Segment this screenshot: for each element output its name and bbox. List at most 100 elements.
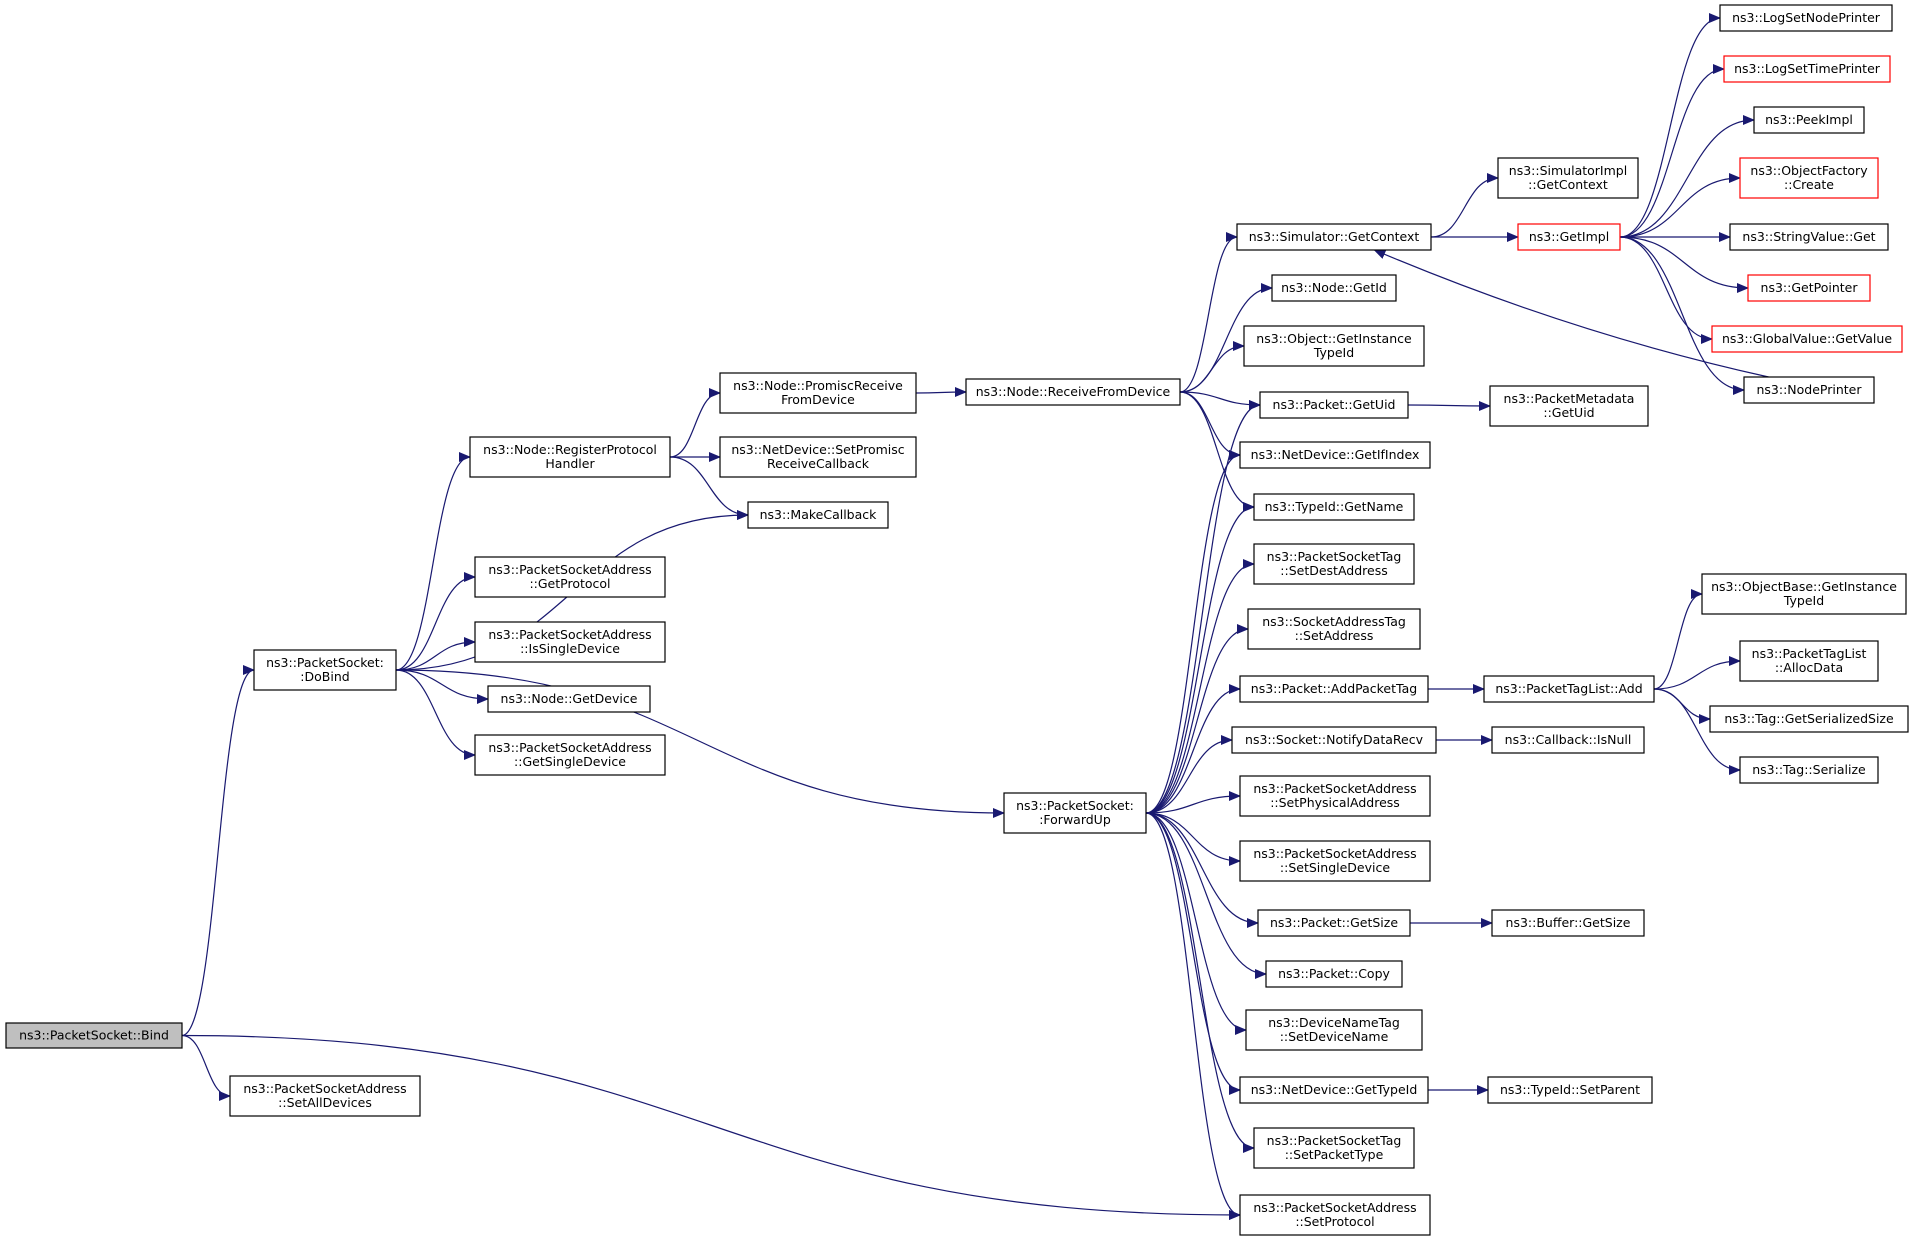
- node-label: ns3::Object::GetInstance: [1256, 331, 1412, 346]
- node-label: ns3::Node::GetDevice: [501, 691, 638, 706]
- node-label: ns3::GetPointer: [1761, 280, 1859, 295]
- node-box: [1257, 909, 1411, 937]
- node-packetcopy[interactable]: ns3::Packet::Copy: [1265, 960, 1403, 988]
- node-buffergetsize[interactable]: ns3::Buffer::GetSize: [1491, 909, 1645, 937]
- node-dobind[interactable]: ns3::PacketSocket::DoBind: [253, 649, 397, 691]
- edge-forwardup-to-packetgetuid: [1145, 400, 1261, 814]
- node-objfactorycreate[interactable]: ns3::ObjectFactory::Create: [1739, 157, 1879, 199]
- node-typeidsetparent[interactable]: ns3::TypeId::SetParent: [1487, 1076, 1653, 1104]
- node-packetgetsize[interactable]: ns3::Packet::GetSize: [1257, 909, 1411, 937]
- node-getsingledevice[interactable]: ns3::PacketSocketAddress::GetSingleDevic…: [474, 734, 666, 776]
- node-getypeid[interactable]: ns3::NetDevice::GetTypeId: [1239, 1076, 1429, 1104]
- node-logtimeprinter[interactable]: ns3::LogSetTimePrinter: [1723, 55, 1891, 83]
- node-simimplgetcontext[interactable]: ns3::SimulatorImpl::GetContext: [1497, 157, 1639, 199]
- node-box: [1253, 493, 1415, 521]
- node-label: ns3::LogSetTimePrinter: [1734, 61, 1881, 76]
- node-receivefromdevice[interactable]: ns3::Node::ReceiveFromDevice: [965, 378, 1181, 406]
- node-setpromisc[interactable]: ns3::NetDevice::SetPromiscReceiveCallbac…: [719, 436, 917, 478]
- node-box: [487, 685, 651, 713]
- edge-receivefromdevice-to-simgetcontext: [1179, 232, 1238, 393]
- node-simgetcontext[interactable]: ns3::Simulator::GetContext: [1236, 223, 1432, 251]
- node-allocdata[interactable]: ns3::PacketTagList::AllocData: [1739, 640, 1879, 682]
- node-label: ns3::PeekImpl: [1765, 112, 1853, 127]
- node-setprotocol[interactable]: ns3::PacketSocketAddress::SetProtocol: [1239, 1194, 1431, 1236]
- node-callbackisnull[interactable]: ns3::Callback::IsNull: [1491, 726, 1645, 754]
- node-setsingledevice[interactable]: ns3::PacketSocketAddress::SetSingleDevic…: [1239, 840, 1431, 882]
- node-box: [1239, 775, 1431, 817]
- node-box: [5, 1022, 183, 1049]
- edge-dobind-to-getsingledevice: [395, 669, 476, 760]
- node-setphysicaladdress[interactable]: ns3::PacketSocketAddress::SetPhysicalAdd…: [1239, 775, 1431, 817]
- node-label: :DoBind: [300, 669, 349, 684]
- node-setdevicename[interactable]: ns3::DeviceNameTag::SetDeviceName: [1245, 1009, 1423, 1051]
- node-pkttaglistadd[interactable]: ns3::PacketTagList::Add: [1483, 675, 1655, 703]
- node-label: ReceiveCallback: [767, 456, 870, 471]
- node-label: ns3::NodePrinter: [1756, 382, 1862, 397]
- edge-receivefromdevice-to-packetgetuid: [1179, 391, 1261, 410]
- node-notifydatarecv[interactable]: ns3::Socket::NotifyDataRecv: [1231, 726, 1437, 754]
- node-label: ns3::PacketSocketAddress: [243, 1081, 406, 1096]
- node-globalvaluegetvalue[interactable]: ns3::GlobalValue::GetValue: [1711, 325, 1903, 353]
- node-setpackettype[interactable]: ns3::PacketSocketTag::SetPacketType: [1253, 1127, 1415, 1169]
- node-label: ns3::MakeCallback: [760, 507, 878, 522]
- node-box: [1711, 325, 1903, 353]
- node-nodegetdevice[interactable]: ns3::Node::GetDevice: [487, 685, 651, 713]
- node-taggetserializedsize[interactable]: ns3::Tag::GetSerializedSize: [1709, 705, 1909, 733]
- node-label: ns3::PacketTagList::Add: [1495, 681, 1642, 696]
- node-issingledevice[interactable]: ns3::PacketSocketAddress::IsSingleDevice: [474, 621, 666, 663]
- node-box: [1489, 385, 1649, 427]
- node-label: ns3::PacketSocketTag: [1267, 1133, 1402, 1148]
- node-addpackettag[interactable]: ns3::Packet::AddPacketTag: [1239, 675, 1429, 703]
- node-label: ns3::PacketSocket:: [1016, 798, 1134, 813]
- node-typeidgetname[interactable]: ns3::TypeId::GetName: [1253, 493, 1415, 521]
- node-getpointer[interactable]: ns3::GetPointer: [1747, 274, 1871, 302]
- node-box: [719, 372, 917, 414]
- node-peekimpl[interactable]: ns3::PeekImpl: [1753, 106, 1865, 134]
- edge-bind-to-setalldevices: [181, 1034, 231, 1101]
- node-box: [1239, 1076, 1429, 1104]
- node-label: ::IsSingleDevice: [520, 641, 620, 656]
- node-lognodeprinter[interactable]: ns3::LogSetNodePrinter: [1719, 4, 1893, 32]
- edge-packetgetuid-to-pktmetagetuid: [1407, 400, 1491, 411]
- node-label: ns3::Node::ReceiveFromDevice: [976, 384, 1171, 399]
- node-nodeprinter[interactable]: ns3::NodePrinter: [1743, 376, 1875, 404]
- node-bind[interactable]: ns3::PacketSocket::Bind: [5, 1022, 183, 1049]
- edge-forwardup-to-setaddress: [1145, 624, 1249, 814]
- node-label: ::SetProtocol: [1295, 1214, 1374, 1229]
- node-box: [1723, 55, 1891, 83]
- node-box: [229, 1075, 421, 1117]
- edge-getimpl-to-lognodeprinter: [1619, 13, 1721, 238]
- node-pktmetagetuid[interactable]: ns3::PacketMetadata::GetUid: [1489, 385, 1649, 427]
- node-label: ::SetPhysicalAddress: [1270, 795, 1400, 810]
- node-label: ns3::StringValue::Get: [1742, 229, 1875, 244]
- node-setalldevices[interactable]: ns3::PacketSocketAddress::SetAllDevices: [229, 1075, 421, 1117]
- node-label: ::SetAddress: [1295, 628, 1374, 643]
- node-nodegetid[interactable]: ns3::Node::GetId: [1271, 274, 1397, 302]
- node-forwardup[interactable]: ns3::PacketSocket::ForwardUp: [1003, 792, 1147, 834]
- edge-receivefromdevice-to-typeidgetname: [1179, 391, 1255, 512]
- node-getimpl[interactable]: ns3::GetImpl: [1517, 223, 1621, 251]
- node-tagserialize[interactable]: ns3::Tag::Serialize: [1739, 756, 1879, 784]
- node-makecallback[interactable]: ns3::MakeCallback: [747, 501, 889, 529]
- edge-forwardup-to-setprotocol: [1145, 812, 1241, 1220]
- node-box: [965, 378, 1181, 406]
- node-label: ns3::Packet::GetSize: [1270, 915, 1398, 930]
- node-stringvalueget[interactable]: ns3::StringValue::Get: [1729, 223, 1889, 251]
- node-box: [1739, 756, 1879, 784]
- node-label: ns3::TypeId::GetName: [1265, 499, 1404, 514]
- node-getifindex[interactable]: ns3::NetDevice::GetIfIndex: [1239, 441, 1431, 469]
- node-setaddress[interactable]: ns3::SocketAddressTag::SetAddress: [1247, 608, 1421, 650]
- node-box: [1483, 675, 1655, 703]
- node-box: [1239, 840, 1431, 882]
- node-label: ns3::Socket::NotifyDataRecv: [1245, 732, 1424, 747]
- node-box: [1719, 4, 1893, 32]
- node-setdestaddress[interactable]: ns3::PacketSocketTag::SetDestAddress: [1253, 543, 1415, 585]
- edge-bind-to-setprotocol: [181, 1034, 1241, 1220]
- edge-registerprotocol-to-promiscreceive: [669, 388, 721, 458]
- node-packetgetuid[interactable]: ns3::Packet::GetUid: [1259, 391, 1409, 419]
- node-getprotocol[interactable]: ns3::PacketSocketAddress::GetProtocol: [474, 556, 666, 598]
